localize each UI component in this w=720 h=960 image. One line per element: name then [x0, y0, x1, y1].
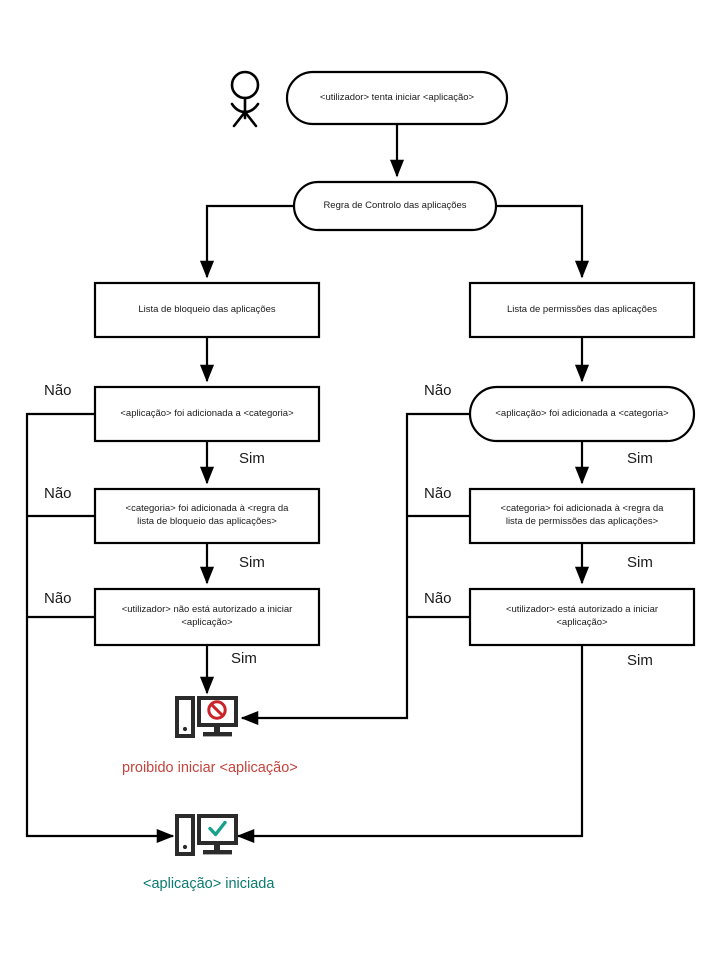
- edge-allow-user-to-started-icon: [236, 645, 584, 844]
- edge-right-nao-rail: [240, 412, 470, 726]
- rule-node-shape: [292, 180, 498, 232]
- allow-user-auth-node-shape: [468, 587, 696, 647]
- edge-label-left-sim-1: Sim: [239, 450, 265, 467]
- blocked-outcome-label: proibido iniciar <aplicação>: [122, 760, 298, 776]
- edge-label-left-sim-2: Sim: [239, 554, 265, 571]
- block-user-auth-node-shape: [93, 587, 321, 647]
- user-actor-icon: [230, 70, 260, 128]
- edge-label-right-sim-2: Sim: [627, 554, 653, 571]
- edge-left-nao-rail: [25, 412, 175, 844]
- allow-category-rule-node-shape: [468, 487, 696, 545]
- allow-added-category-node-shape: [468, 385, 696, 443]
- edge-label-left-sim-3: Sim: [231, 650, 257, 667]
- block-list-node-shape: [93, 281, 321, 339]
- computer-blocked-icon: [175, 696, 238, 738]
- started-outcome-label: <aplicação> iniciada: [143, 876, 275, 892]
- allow-list-node-shape: [468, 281, 696, 339]
- start-node-shape: [285, 70, 509, 126]
- edge-label-right-sim-1: Sim: [627, 450, 653, 467]
- edge-label-left-nao-2: Não: [44, 485, 72, 502]
- edge-rule-to-allow-list: [496, 204, 590, 279]
- edge-label-left-nao-3: Não: [44, 590, 72, 607]
- edge-label-right-nao-3: Não: [424, 590, 452, 607]
- block-added-category-node-shape: [93, 385, 321, 443]
- edge-label-right-sim-3: Sim: [627, 652, 653, 669]
- block-category-rule-node-shape: [93, 487, 321, 545]
- edge-label-right-nao-1: Não: [424, 382, 452, 399]
- computer-allowed-icon: [175, 814, 238, 856]
- edge-label-right-nao-2: Não: [424, 485, 452, 502]
- edge-label-left-nao-1: Não: [44, 382, 72, 399]
- edge-rule-to-block-list: [199, 204, 294, 279]
